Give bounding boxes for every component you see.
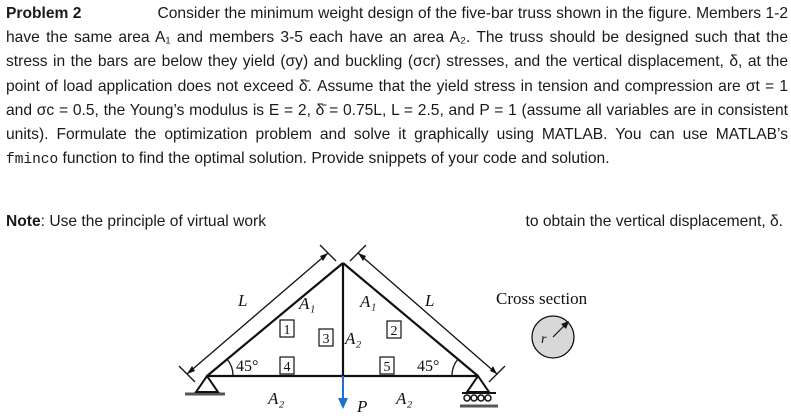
dim-line-right [357,252,498,375]
dim-line-left [186,252,329,375]
load-arrowhead [338,398,348,409]
label-a2-center: A₂ [344,329,361,348]
member-1-line [206,262,344,377]
problem-statement: Problem 2 Consider the minimum weight des… [6,2,788,172]
label-a2-bottom-right: A₂ [395,389,412,408]
member-5-label: 5 [384,360,391,375]
note-text-left: : Use the principle of virtual work [40,213,266,230]
problem-heading: Problem 2 [6,5,82,22]
label-a1-right: A₁ [359,292,376,311]
label-load: P [356,397,367,416]
pin-support [194,374,220,393]
problem-sentence-1: Consider the minimum weight design of th… [157,5,692,22]
note-label: Note [6,213,41,230]
label-length-left: L [237,291,247,310]
problem-body-1: Members 1-2 have the same area A₁ and me… [6,5,789,144]
member-2-line [342,262,479,377]
member-2-label: 2 [391,324,398,339]
note-left: Note: Use the principle of virtual work [6,213,266,231]
problem-body-2: function to find the optimal solution. P… [58,150,610,168]
label-length-right: L [424,291,434,310]
roller-support [462,374,496,402]
label-radius: r [541,332,547,347]
cross-section-title: Cross section [496,289,588,308]
label-angle-right: 45° [417,358,439,375]
note-text-right: to obtain the vertical displacement, δ. [525,213,783,230]
angle-arc-right [451,358,459,377]
member-3-label: 3 [323,332,330,347]
label-angle-left: 45° [236,358,258,375]
label-a1-left: A₁ [298,294,315,313]
label-a2-bottom-left: A₂ [267,389,284,408]
member-4-label: 4 [284,360,291,375]
angle-arc-left [226,358,234,377]
member-1-label: 1 [284,323,291,338]
code-fminco: fminco [6,152,59,169]
